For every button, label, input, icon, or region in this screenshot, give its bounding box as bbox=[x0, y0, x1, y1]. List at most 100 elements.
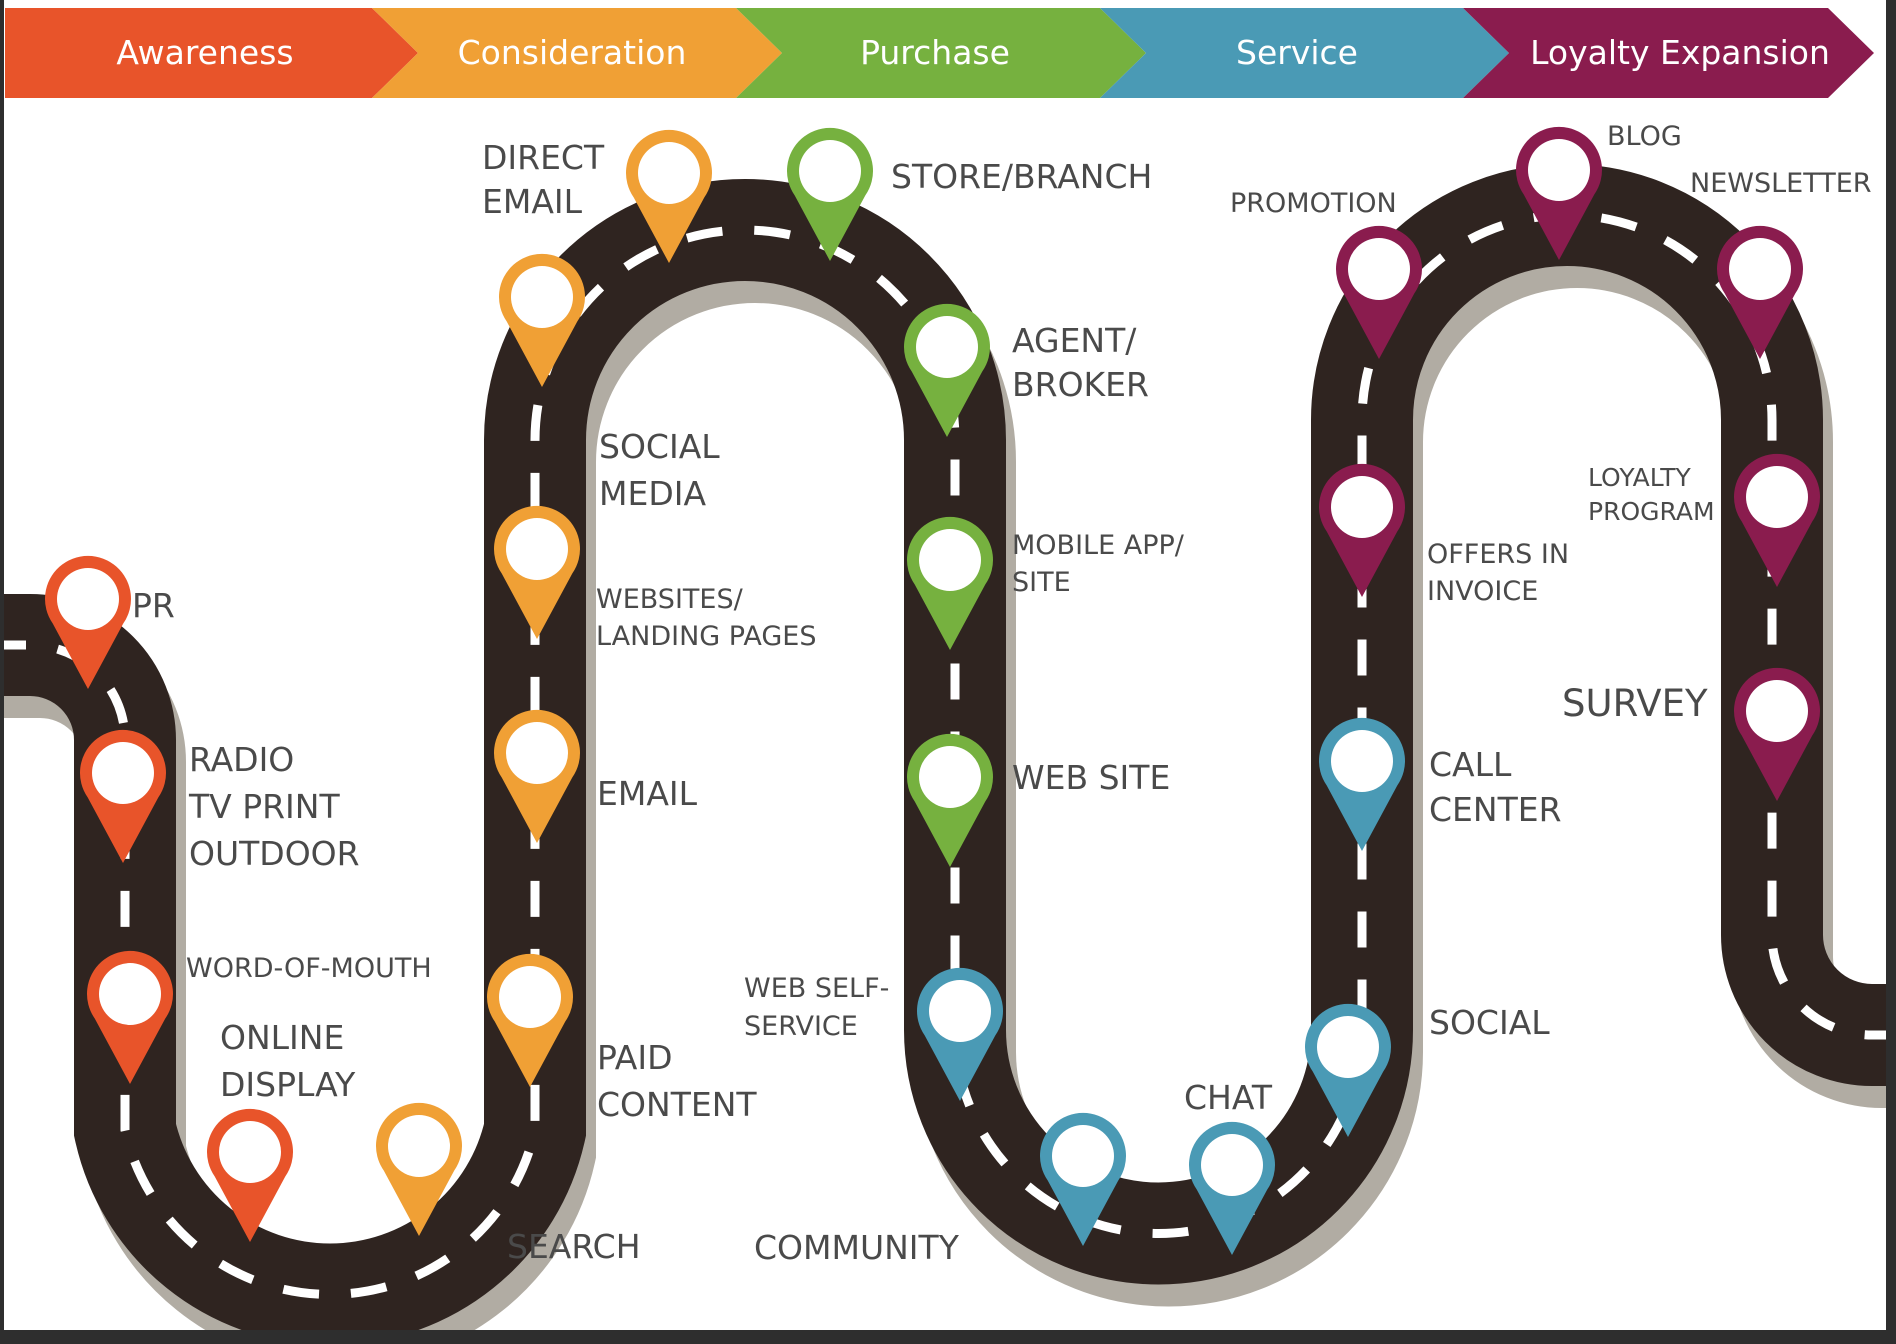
pin-dot bbox=[219, 1121, 281, 1183]
frame-border-right bbox=[1886, 0, 1896, 1344]
pin-dot bbox=[1729, 238, 1791, 300]
pin-dot bbox=[511, 266, 573, 328]
touchpoint-label-line: CALL bbox=[1429, 745, 1512, 784]
pin-dot bbox=[1201, 1134, 1263, 1196]
pin-chat bbox=[1189, 1121, 1275, 1255]
label-word-of-mouth: WORD-OF-MOUTH bbox=[186, 953, 432, 984]
pin-loyalty-program bbox=[1734, 453, 1820, 587]
pin-promotion bbox=[1335, 225, 1423, 359]
touchpoint-label-line: MEDIA bbox=[599, 474, 706, 513]
touchpoint-label-line: PR bbox=[132, 586, 175, 625]
touchpoint-label-line: WEBSITES/ bbox=[596, 584, 744, 615]
stage-arrow-loyalty-expansion bbox=[1463, 8, 1874, 98]
label-chat: CHAT bbox=[1184, 1078, 1273, 1117]
touchpoint-label-line: WEB SITE bbox=[1012, 758, 1170, 797]
stage-arrow-consideration bbox=[372, 8, 782, 98]
touchpoint-label-line: EMAIL bbox=[597, 774, 698, 813]
pin-dot bbox=[506, 518, 568, 580]
touchpoint-label-line: COMMUNITY bbox=[754, 1228, 960, 1267]
pin-dot bbox=[916, 316, 978, 378]
touchpoint-label-line: EMAIL bbox=[482, 182, 583, 221]
pin-email bbox=[494, 709, 580, 843]
touchpoint-pins bbox=[44, 126, 1821, 1255]
label-mobile-app: MOBILE APP/SITE bbox=[1012, 530, 1185, 598]
touchpoint-label-line: WEB SELF- bbox=[744, 973, 889, 1004]
touchpoint-label-line: CENTER bbox=[1429, 790, 1562, 829]
pin-dot bbox=[919, 529, 981, 591]
pin-dot bbox=[99, 963, 161, 1025]
pin-paid-content bbox=[486, 953, 573, 1087]
pin-websites bbox=[494, 505, 580, 639]
pin-dot bbox=[92, 742, 154, 804]
touchpoint-label-line: NEWSLETTER bbox=[1690, 168, 1872, 199]
label-search: SEARCH bbox=[507, 1227, 641, 1266]
pin-blog bbox=[1516, 126, 1602, 260]
pin-dot bbox=[1052, 1125, 1114, 1187]
label-survey: SURVEY bbox=[1562, 682, 1708, 725]
pin-newsletter bbox=[1716, 225, 1803, 359]
stage-arrow-awareness bbox=[5, 8, 418, 98]
label-blog: BLOG bbox=[1607, 121, 1682, 152]
touchpoint-label-line: STORE/BRANCH bbox=[891, 157, 1152, 196]
touchpoint-label-line: AGENT/ bbox=[1012, 321, 1137, 360]
pin-search bbox=[376, 1102, 462, 1236]
pin-web-site bbox=[907, 733, 994, 867]
label-pr: PR bbox=[132, 586, 175, 625]
touchpoint-label-line: PROMOTION bbox=[1230, 188, 1397, 219]
frame-border-bottom bbox=[0, 1330, 1896, 1344]
touchpoint-label-line: PAID bbox=[597, 1038, 673, 1077]
pin-dot bbox=[638, 142, 700, 204]
label-email: EMAIL bbox=[597, 774, 698, 813]
touchpoint-label-line: BLOG bbox=[1607, 121, 1682, 152]
pin-radio-tv bbox=[80, 729, 166, 863]
stage-label-loyalty-expansion: Loyalty Expansion bbox=[1530, 33, 1830, 72]
touchpoint-label-line: INVOICE bbox=[1427, 576, 1538, 607]
pin-call-center bbox=[1319, 717, 1406, 851]
touchpoint-label-line: MOBILE APP/ bbox=[1012, 530, 1185, 561]
pin-word-of-mouth bbox=[87, 950, 173, 1084]
label-store-branch: STORE/BRANCH bbox=[891, 157, 1152, 196]
frame-border-left bbox=[0, 0, 4, 1344]
touchpoint-label-line: PROGRAM bbox=[1588, 497, 1715, 526]
pin-dot bbox=[929, 980, 991, 1042]
stage-label-awareness: Awareness bbox=[116, 33, 293, 72]
touchpoint-label-line: SITE bbox=[1012, 567, 1071, 598]
stage-label-consideration: Consideration bbox=[458, 33, 687, 72]
pin-mobile-app bbox=[907, 516, 993, 650]
pin-web-self-service bbox=[916, 967, 1003, 1101]
stage-arrow-purchase bbox=[736, 8, 1146, 98]
road-center-dashes bbox=[0, 210, 1896, 1299]
pin-offers-invoice bbox=[1319, 463, 1406, 597]
touchpoint-label-line: CONTENT bbox=[597, 1085, 757, 1124]
pin-dot bbox=[1317, 1016, 1379, 1078]
label-web-self-service: WEB SELF-SERVICE bbox=[744, 973, 889, 1042]
pin-dot bbox=[919, 746, 981, 808]
pin-dot bbox=[1746, 466, 1808, 528]
pin-direct-email bbox=[626, 129, 713, 263]
pin-online-display bbox=[207, 1108, 293, 1242]
pin-dot bbox=[388, 1115, 450, 1177]
pin-store-branch bbox=[787, 127, 873, 261]
stage-label-service: Service bbox=[1236, 33, 1358, 72]
touchpoint-label-line: SEARCH bbox=[507, 1227, 641, 1266]
label-community: COMMUNITY bbox=[754, 1228, 960, 1267]
pin-dot bbox=[1331, 476, 1393, 538]
pin-dot bbox=[499, 966, 561, 1028]
touchpoint-label-line: TV PRINT bbox=[188, 787, 340, 826]
pin-community bbox=[1040, 1112, 1126, 1246]
pin-social-media bbox=[498, 253, 586, 387]
label-websites: WEBSITES/LANDING PAGES bbox=[596, 584, 816, 652]
pin-survey bbox=[1733, 667, 1821, 801]
pin-dot bbox=[799, 140, 861, 202]
pin-dot bbox=[1528, 139, 1590, 201]
touchpoint-label-line: RADIO bbox=[189, 740, 294, 779]
touchpoint-label-line: SURVEY bbox=[1562, 682, 1708, 725]
pin-dot bbox=[57, 568, 119, 630]
pin-agent-broker bbox=[903, 303, 990, 437]
